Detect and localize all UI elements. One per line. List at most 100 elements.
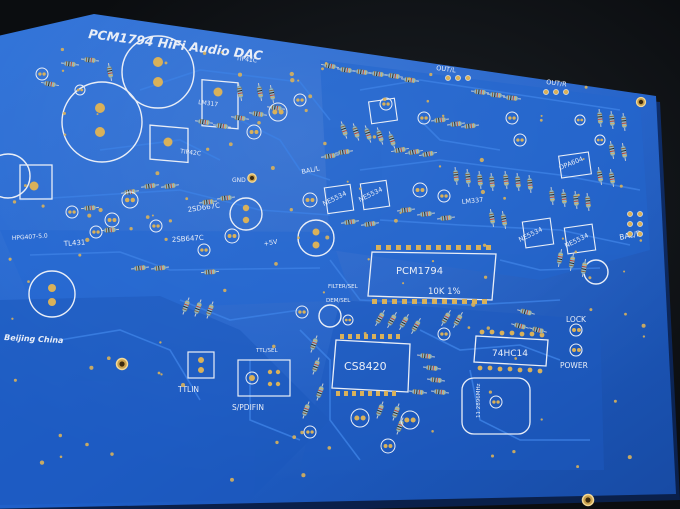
resistor [267,104,285,112]
via [85,237,90,243]
crystal-label: 11.2896MHz [476,383,482,418]
via [308,94,313,99]
resistor [408,389,428,395]
resistor [621,112,627,132]
via [272,344,276,349]
resistor [517,308,535,316]
origin-label: Beijing China [4,333,64,345]
resistor [361,220,379,228]
lock-label: LOCK [566,315,587,324]
via [300,430,304,435]
via [393,218,398,223]
small-capacitor [505,111,519,125]
resistor [527,174,533,194]
resistor [352,123,360,141]
pcm1794-footprint [367,245,497,304]
filter-capacitors [0,35,609,328]
via [59,455,63,459]
via [237,72,243,77]
resistor [194,299,202,317]
via [61,69,65,73]
via [151,214,154,217]
resistor [387,311,397,329]
via [96,113,99,116]
via [292,435,297,439]
via [346,180,349,183]
resistor [216,195,236,201]
via [304,108,308,113]
resistor [460,123,480,129]
resistor [302,401,310,419]
resistor [620,143,628,161]
via [639,239,643,242]
small-capacitor [149,219,163,233]
via [62,111,66,115]
via [290,78,295,83]
resistor [489,172,495,192]
crystal-outline [461,377,531,435]
regulator-pads [29,87,223,191]
resistor [141,182,159,190]
via [60,47,65,52]
filter-sel-label: FILTER/SEL [328,284,359,290]
via [540,418,543,421]
resistor [573,190,579,210]
resistor [430,117,450,123]
via [582,157,585,161]
mounting-holes [115,96,647,507]
resistor [206,301,214,319]
via [220,51,223,54]
resistor [353,68,371,76]
via [297,236,300,240]
resistor [161,182,179,190]
resistor [416,211,436,217]
via [257,121,261,125]
resistor [556,249,564,267]
via-group [8,47,646,482]
via [223,288,227,293]
via [206,147,210,151]
via [228,142,233,147]
resistor [375,309,385,327]
resistor [249,110,267,118]
via [321,67,324,71]
resistor [596,167,604,185]
small-capacitor [74,84,86,96]
via [512,449,516,454]
resistor [100,227,120,233]
resistor [321,62,339,70]
dem-sel-label: DEM/SEL [326,298,351,304]
resistor [316,383,324,401]
small-capacitor [380,438,396,454]
via [106,356,111,361]
via [431,259,435,263]
via [641,323,646,328]
resistor [561,188,567,208]
resistor [470,89,490,95]
resistor [195,118,213,126]
resistor [268,85,276,103]
spdif-in-label: S/PDIFIN [232,403,264,412]
small-capacitor [268,102,288,122]
resistor [376,127,384,145]
small-capacitor [89,225,103,239]
resistor [568,253,576,271]
resistor [312,357,320,375]
via [589,308,593,312]
via [483,275,488,279]
pot-value-label: 10K 1% [428,287,461,297]
via [482,243,487,247]
via [438,165,442,168]
small-capacitor [246,124,262,140]
small-capacitor [437,189,451,203]
ttl-input-footprint [187,351,215,379]
resistor [213,122,231,130]
via [623,270,626,273]
resistor [150,265,170,271]
via [561,237,565,240]
via [301,473,306,478]
resistor [337,66,355,74]
via [160,373,163,376]
via [8,257,12,261]
resistor [385,72,403,80]
